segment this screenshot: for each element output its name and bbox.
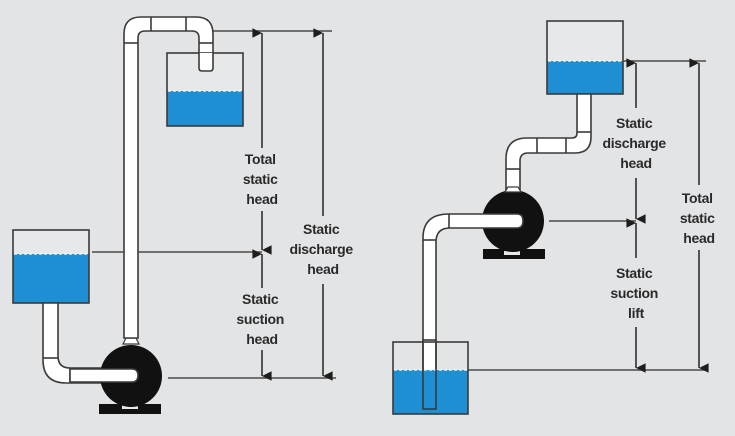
label-line: static — [243, 171, 278, 187]
label-line: lift — [628, 305, 645, 321]
label-line: suction — [610, 285, 658, 301]
label-line: Static — [616, 115, 653, 131]
label-line: head — [246, 191, 277, 207]
left-static-discharge-head-label: Static discharge head — [289, 221, 356, 277]
left-static-suction-head-label: Static suction head — [236, 291, 287, 347]
label-line: head — [620, 155, 651, 171]
left-diagram: Total static head Static suction head St… — [12, 16, 356, 414]
right-discharge-tank-water — [547, 61, 623, 94]
left-pump — [69, 337, 162, 414]
label-line: discharge — [289, 241, 353, 257]
label-line: Total — [245, 151, 276, 167]
left-suction-tank-water — [13, 254, 89, 303]
label-line: Static — [303, 221, 340, 237]
right-discharge-pipe — [505, 93, 592, 194]
label-line: Total — [682, 190, 713, 206]
right-total-static-head-label: Total static head — [680, 190, 718, 246]
label-line: static — [680, 210, 715, 226]
label-line: Static — [616, 265, 653, 281]
label-line: suction — [236, 311, 284, 327]
label-line: Static — [242, 291, 279, 307]
right-discharge-tank — [546, 20, 624, 95]
left-suction-tank — [12, 229, 90, 304]
label-line: discharge — [602, 135, 666, 151]
right-diagram: Static discharge head Static suction lif… — [392, 20, 718, 415]
left-discharge-tank-water — [167, 91, 243, 126]
right-static-discharge-head-label: Static discharge head — [602, 115, 669, 171]
label-line: head — [246, 331, 277, 347]
right-suction-tank — [392, 339, 469, 415]
left-total-static-head-label: Total static head — [243, 151, 281, 207]
right-suction-tank-water — [393, 370, 468, 414]
label-line: head — [307, 261, 338, 277]
left-discharge-tank — [166, 52, 244, 127]
label-line: head — [683, 230, 714, 246]
right-static-suction-lift-label: Static suction lift — [610, 265, 661, 321]
